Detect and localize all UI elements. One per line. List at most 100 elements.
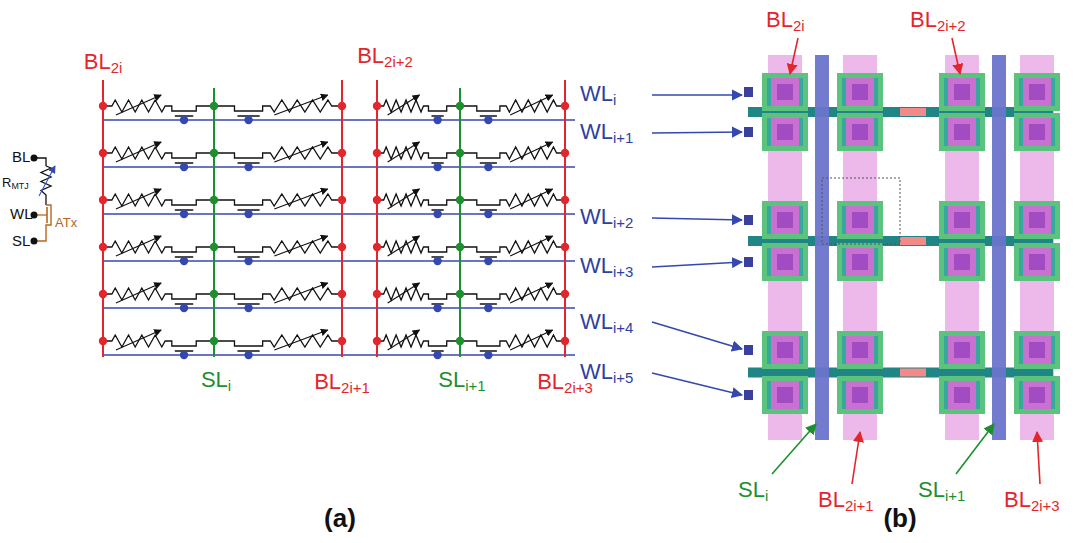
bit-line-label: BL2i [766, 8, 805, 32]
label-subscript: i+1 [613, 129, 633, 146]
source-line-dot [210, 149, 218, 157]
via [1029, 254, 1045, 270]
gate-contact [744, 127, 753, 137]
variable-resistor-arrow [510, 95, 552, 115]
array-layout [744, 55, 1060, 440]
source-line-dot [210, 243, 218, 251]
source-line-dot [456, 290, 464, 298]
mtj-pad [948, 78, 976, 106]
mtj-pad [1023, 78, 1051, 106]
word-line-dot [484, 351, 492, 359]
bit-line [102, 80, 104, 357]
via [852, 84, 868, 100]
gate-contact [744, 215, 753, 225]
word-line-dot [433, 116, 441, 124]
variable-resistor-arrow [388, 283, 420, 303]
label-subscript: i [765, 487, 768, 504]
label-subscript: i+1 [945, 487, 965, 504]
source-line-dot [456, 337, 464, 345]
source-line-dot [210, 102, 218, 110]
word-line-dot [433, 304, 441, 312]
cell-wire [214, 100, 342, 112]
source-line-dot [456, 149, 464, 157]
label-subscript: i+3 [613, 263, 633, 280]
active-area [837, 331, 883, 369]
word-line [103, 213, 575, 215]
variable-resistor-arrow [39, 166, 55, 196]
active-inner [767, 78, 803, 106]
source-line-label: SLi+1 [438, 368, 485, 392]
cell-wire [214, 147, 342, 159]
active-area [837, 73, 883, 111]
leader-arrow [1037, 432, 1040, 484]
bit-line-label: BL2i+2 [910, 8, 966, 32]
strap [900, 237, 926, 245]
label-subscript: 2i+1 [845, 497, 874, 514]
active-inner [767, 206, 803, 234]
label-main: SL [738, 477, 765, 502]
active-area [762, 331, 808, 369]
variable-resistor-arrow [274, 236, 327, 256]
variable-resistor-arrow [510, 236, 552, 256]
word-line-dot [484, 116, 492, 124]
cell-wire [214, 335, 342, 347]
word-line-label: WLi [580, 82, 616, 106]
active-area [762, 376, 808, 414]
word-line [103, 354, 575, 356]
cell-wire [103, 288, 214, 300]
word-line-dot [180, 257, 188, 265]
active-area [762, 201, 808, 239]
variable-resistor-arrow [116, 95, 161, 115]
label-main: WL [580, 204, 613, 229]
active-inner [767, 336, 803, 364]
strap [900, 108, 926, 116]
word-line-dot [244, 210, 252, 218]
bit-line-dot [561, 149, 569, 157]
variable-resistor-arrow [388, 330, 420, 350]
active-area [939, 331, 985, 369]
bit-line-label: BL2i [84, 50, 123, 74]
mtj-pad [1023, 118, 1051, 146]
label-subscript: i+5 [613, 369, 633, 386]
mtj-pad [948, 381, 976, 409]
via [852, 212, 868, 228]
word-line-dot [180, 304, 188, 312]
leader-arrow [652, 373, 742, 395]
transistor-label: ATx [55, 216, 77, 230]
unit-cell-outline [822, 178, 900, 244]
word-line-dot [180, 163, 188, 171]
active-inner [1019, 206, 1055, 234]
mtj-pad [846, 118, 874, 146]
variable-resistor-arrow [116, 236, 161, 256]
via [852, 387, 868, 403]
active-inner [944, 381, 980, 409]
active-inner [944, 206, 980, 234]
terminal-label: SL [12, 233, 30, 250]
source-line-dot [210, 290, 218, 298]
active-inner [842, 206, 878, 234]
via [852, 124, 868, 140]
active-area [1014, 331, 1060, 369]
terminal-dot [31, 238, 38, 245]
mtj-pad [948, 206, 976, 234]
bit-line-dot [373, 149, 381, 157]
active-area [762, 243, 808, 281]
label-main: BL [314, 369, 341, 394]
mtj-pad [771, 206, 799, 234]
cell-wire [214, 241, 342, 253]
word-line-dot [244, 257, 252, 265]
bit-line [376, 80, 378, 357]
label-main: BL [766, 7, 793, 32]
cell-wire [103, 147, 214, 159]
via [954, 387, 970, 403]
bit-line-dot [373, 243, 381, 251]
label-subscript: 2i+2 [384, 53, 413, 70]
bit-line-dot [561, 243, 569, 251]
active-inner [944, 248, 980, 276]
variable-resistor-arrow [116, 283, 161, 303]
word-line [103, 119, 575, 121]
variable-resistor-arrow [388, 189, 420, 209]
mtj-pad [771, 78, 799, 106]
active-inner [1019, 78, 1055, 106]
word-line-dot [244, 351, 252, 359]
